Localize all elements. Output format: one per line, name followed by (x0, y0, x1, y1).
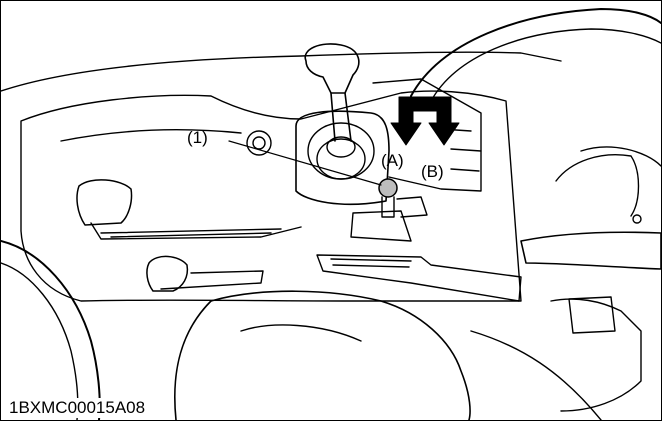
lower-wheel-arc (1, 241, 100, 420)
column-detail (556, 155, 639, 216)
steering-column-knob (581, 147, 661, 166)
round-switch-inner (253, 137, 265, 149)
callout-part-1: (1) (187, 128, 208, 147)
steering-wheel-rim-inner (431, 29, 661, 101)
lower-handle (147, 256, 187, 291)
lower-rail (161, 271, 263, 289)
arrow-a-to-b (391, 97, 459, 145)
center-rail-ribs (331, 259, 411, 267)
shift-lever-boot-ring (308, 123, 374, 179)
seat-left-edge (175, 301, 211, 420)
right-console (551, 299, 641, 411)
left-handle (77, 180, 132, 225)
seat-crease (241, 325, 361, 341)
lower-wheel-arc-inner (1, 263, 78, 420)
right-console-box (569, 297, 615, 333)
shift-lever-boot-outline (296, 111, 389, 204)
right-floor-line (471, 331, 601, 420)
shift-lever-knob (305, 44, 359, 93)
dash-inner-line (61, 130, 241, 141)
round-switch (247, 131, 271, 155)
callout-position-a: (A) (381, 151, 404, 170)
steering-wheel-spoke (521, 232, 661, 269)
figure-code: 1BXMC00015A08 (7, 398, 147, 418)
shift-lever-shaft (331, 93, 351, 141)
shift-lever-boot-ring-core (327, 137, 355, 157)
selector-stem (382, 197, 394, 217)
selector-base (351, 211, 411, 241)
seat-panel (211, 291, 470, 420)
selector-knob-part-1 (379, 179, 397, 197)
callout-position-b: (B) (421, 162, 444, 181)
left-rail-lines (101, 229, 281, 237)
leader-line-part-1 (229, 141, 381, 185)
column-screw (633, 215, 641, 223)
